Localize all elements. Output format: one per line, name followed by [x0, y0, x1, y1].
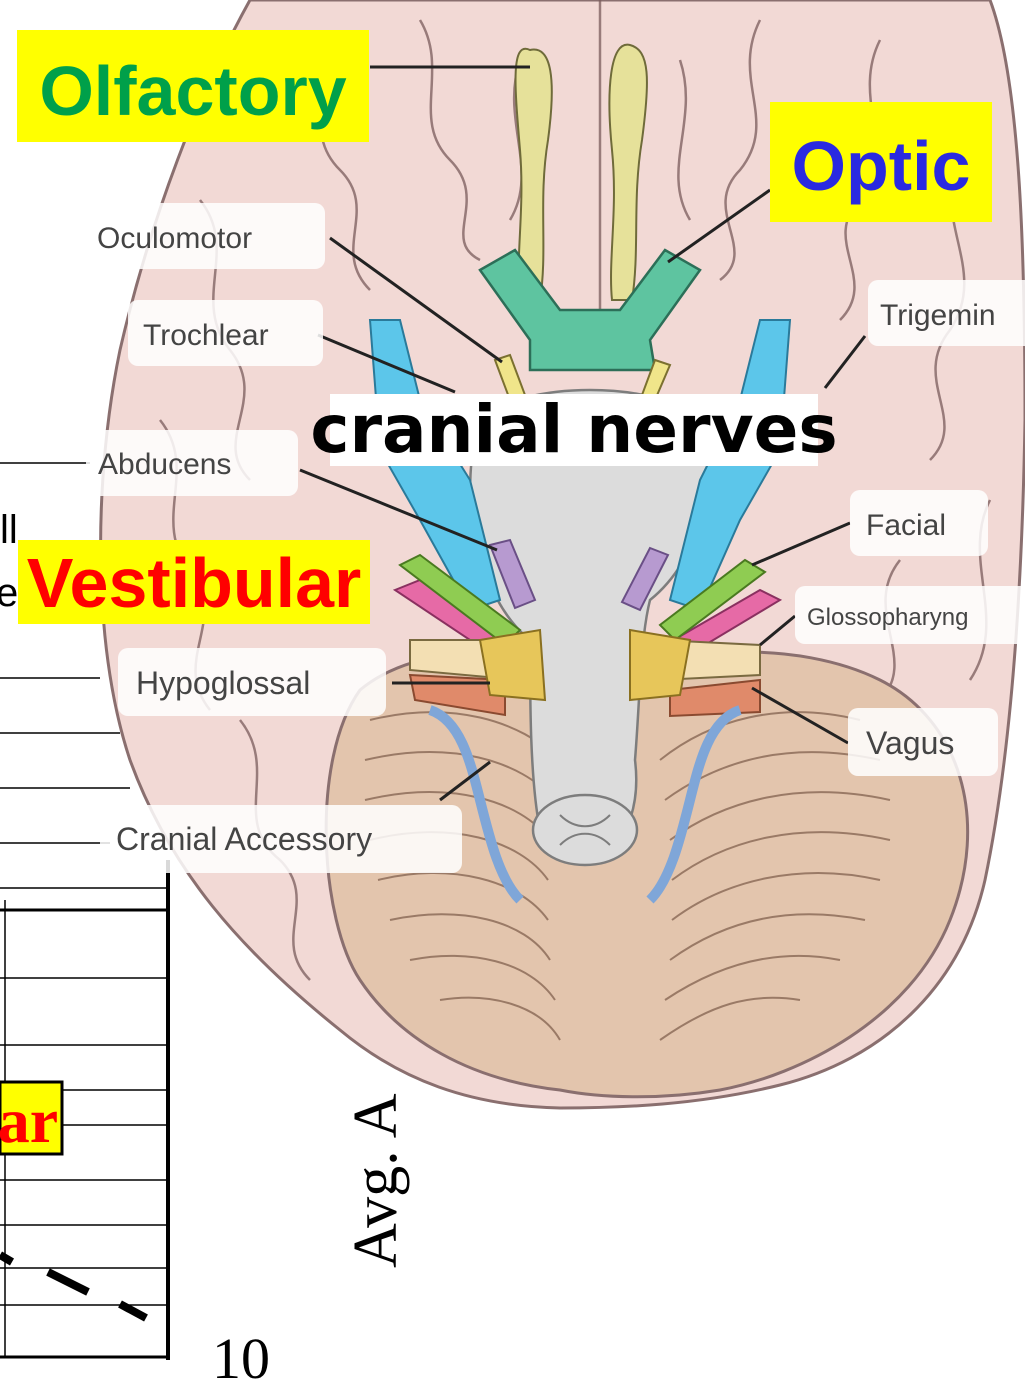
label-vestibular: Vestibular	[27, 544, 362, 622]
chart-dashed-segment	[120, 1304, 146, 1318]
label-vestibular-fragment: ar	[0, 1085, 58, 1156]
chart-legend-fragment-2: e	[0, 571, 18, 615]
label-trochlear: Trochlear	[143, 319, 269, 352]
label-facial: Facial	[866, 509, 946, 542]
label-vagus: Vagus	[866, 725, 954, 761]
label-trigeminal: Trigemin	[880, 299, 996, 332]
label-oculomotor: Oculomotor	[97, 222, 252, 255]
label-cranial-accessory: Cranial Accessory	[116, 821, 372, 857]
nerve-rootlets-right	[630, 630, 690, 700]
figure-title: cranial nerves	[310, 391, 837, 468]
label-hypoglossal: Hypoglossal	[136, 665, 310, 701]
chart-legend-fragment: ll	[0, 508, 18, 552]
label-optic: Optic	[792, 127, 971, 205]
spinal-cord-section	[533, 795, 637, 865]
chart-dashed-segment	[48, 1272, 88, 1292]
chart-tick-label: 10	[212, 1326, 270, 1382]
nerve-rootlets-left	[480, 630, 545, 700]
chart-dashed-segment	[0, 1255, 12, 1262]
label-glossopharyngeal: Glossopharyng	[807, 604, 968, 631]
label-olfactory: Olfactory	[39, 52, 346, 130]
label-abducens: Abducens	[98, 448, 231, 481]
chart-axis-label: Avg. A	[342, 1093, 410, 1268]
